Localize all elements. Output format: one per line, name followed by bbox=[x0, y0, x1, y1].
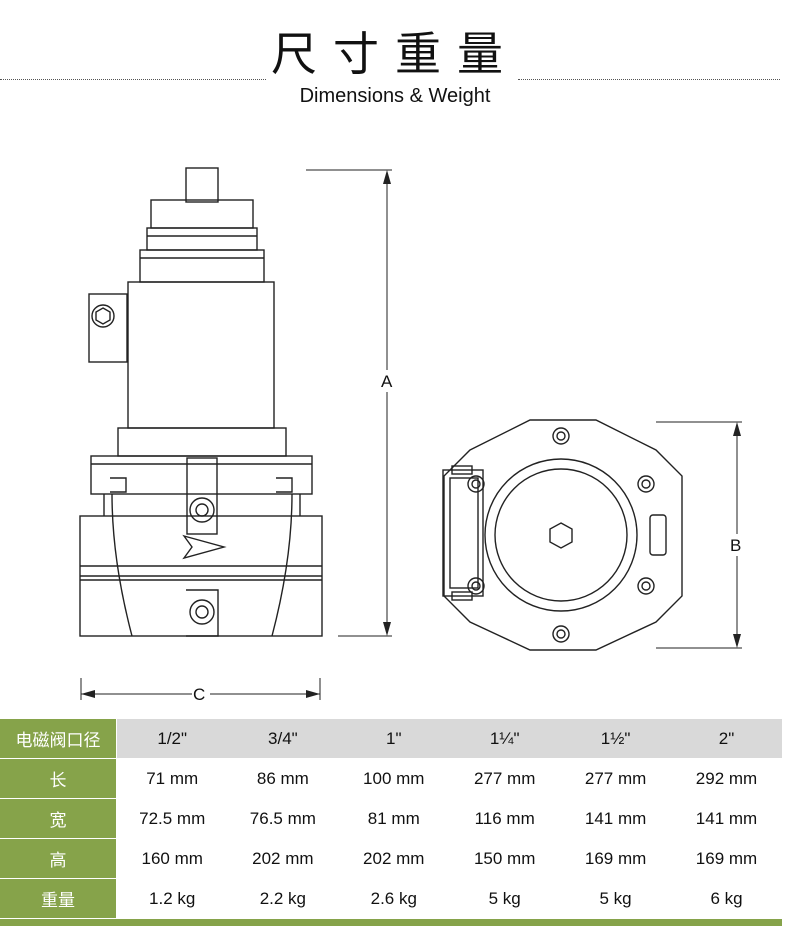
table-cell: 100 mm bbox=[338, 758, 450, 799]
title-rule-right bbox=[518, 79, 780, 80]
table-cell: 2.2 kg bbox=[227, 878, 339, 919]
valve-technical-drawing: A C bbox=[79, 167, 742, 704]
row-label-height: 高 bbox=[0, 838, 117, 879]
page-subtitle: Dimensions & Weight bbox=[299, 85, 491, 107]
size-header: 1½" bbox=[560, 719, 672, 759]
table-cell: 5 kg bbox=[449, 878, 561, 919]
table-cell: 116 mm bbox=[449, 798, 561, 839]
table-cell: 169 mm bbox=[560, 838, 672, 879]
dimensions-table: 电磁阀口径 1/2" 3/4" 1" 1¼" 1½" 2" 长 71 mm 86… bbox=[0, 719, 782, 919]
table-cell: 150 mm bbox=[449, 838, 561, 879]
size-header: 1" bbox=[338, 719, 450, 759]
dimension-c: C bbox=[80, 678, 321, 704]
table-cell: 141 mm bbox=[560, 798, 672, 839]
dimension-b-label: B bbox=[730, 536, 741, 555]
valve-top-view bbox=[442, 419, 683, 651]
table-cell: 141 mm bbox=[671, 798, 782, 839]
table-cell: 6 kg bbox=[671, 878, 782, 919]
table-cell: 292 mm bbox=[671, 758, 782, 799]
table-cell: 277 mm bbox=[449, 758, 561, 799]
row-label-length: 长 bbox=[0, 758, 117, 799]
dimension-a: A bbox=[306, 169, 393, 637]
table-cell: 76.5 mm bbox=[227, 798, 339, 839]
row-label-width: 宽 bbox=[0, 798, 117, 839]
table-row: 长 71 mm 86 mm 100 mm 277 mm 277 mm 292 m… bbox=[0, 758, 782, 799]
size-header: 1/2" bbox=[116, 719, 228, 759]
table-row: 宽 72.5 mm 76.5 mm 81 mm 116 mm 141 mm 14… bbox=[0, 798, 782, 839]
dimension-a-label: A bbox=[381, 372, 393, 391]
size-header: 3/4" bbox=[227, 719, 339, 759]
table-cell: 160 mm bbox=[116, 838, 228, 879]
table-cell: 202 mm bbox=[227, 838, 339, 879]
row-label-weight: 重量 bbox=[0, 878, 117, 919]
page-title: 尺寸重量 bbox=[271, 27, 519, 81]
table-cell: 81 mm bbox=[338, 798, 450, 839]
table-row: 高 160 mm 202 mm 202 mm 150 mm 169 mm 169… bbox=[0, 838, 782, 879]
table-cell: 202 mm bbox=[338, 838, 450, 879]
table-cell: 72.5 mm bbox=[116, 798, 228, 839]
table-cell: 86 mm bbox=[227, 758, 339, 799]
valve-side-view bbox=[79, 167, 323, 637]
table-header-row: 电磁阀口径 1/2" 3/4" 1" 1¼" 1½" 2" bbox=[0, 719, 782, 759]
table-header-label: 电磁阀口径 bbox=[0, 719, 117, 759]
table-cell: 277 mm bbox=[560, 758, 672, 799]
table-row: 重量 1.2 kg 2.2 kg 2.6 kg 5 kg 5 kg 6 kg bbox=[0, 878, 782, 919]
table-cell: 71 mm bbox=[116, 758, 228, 799]
table-cell: 169 mm bbox=[671, 838, 782, 879]
table-cell: 2.6 kg bbox=[338, 878, 450, 919]
size-header: 2" bbox=[671, 719, 782, 759]
size-header: 1¼" bbox=[449, 719, 561, 759]
dimension-b: B bbox=[656, 421, 742, 649]
bottom-accent-bar bbox=[0, 919, 782, 926]
dimension-c-label: C bbox=[193, 685, 205, 704]
table-cell: 5 kg bbox=[560, 878, 672, 919]
title-rule-left bbox=[0, 79, 266, 80]
table-cell: 1.2 kg bbox=[116, 878, 228, 919]
